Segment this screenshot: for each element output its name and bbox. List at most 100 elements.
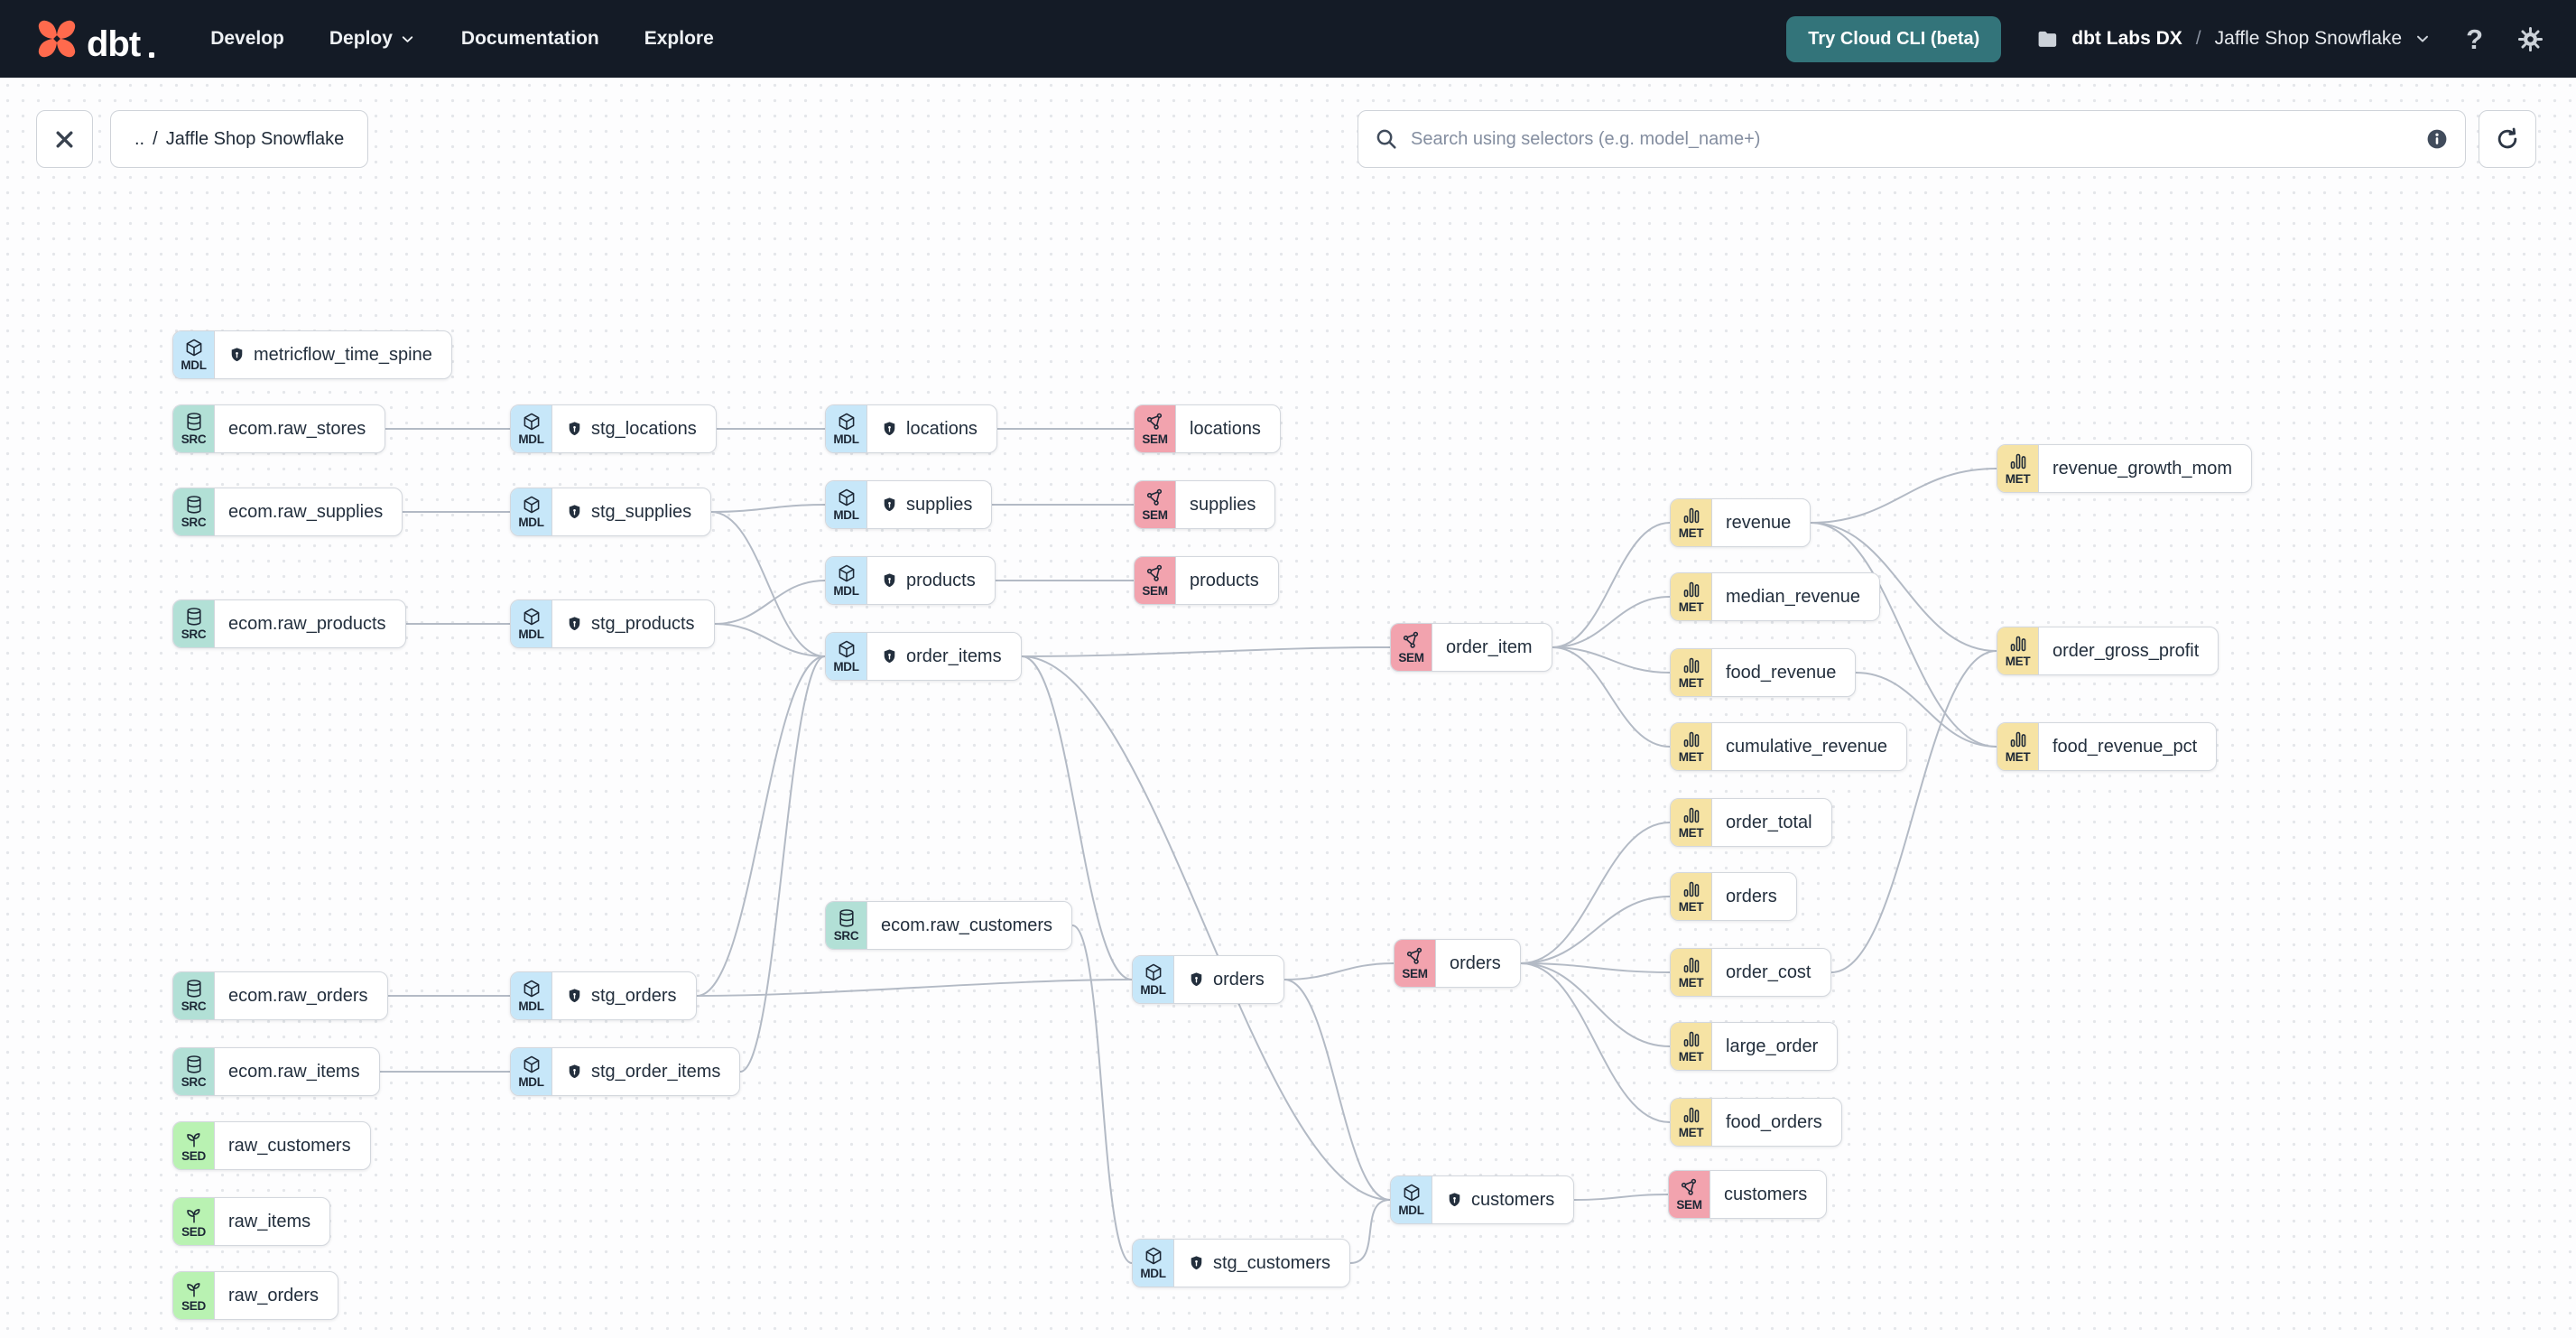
node-label-area: stg_locations — [552, 405, 716, 452]
nav-item-label: Develop — [210, 28, 284, 49]
cube-icon — [524, 608, 539, 626]
dbt-logo-icon — [38, 20, 76, 58]
node-name: food_revenue — [1726, 662, 1837, 683]
node-type-label: MDL — [518, 516, 544, 530]
node-name: order_total — [1726, 812, 1812, 832]
node-met_order_gross_profit[interactable]: MET order_gross_profit — [1997, 627, 2219, 675]
node-type-label: MDL — [518, 999, 544, 1014]
bar-chart-icon — [1683, 881, 1699, 897]
node-label-area: large_order — [1712, 1023, 1837, 1070]
dbt-logo[interactable]: dbt — [36, 18, 155, 62]
refresh-lineage-button[interactable] — [2479, 110, 2536, 168]
help-icon[interactable]: ? — [2466, 23, 2483, 55]
bar-chart-icon — [1683, 581, 1699, 598]
node-type-badge: MET — [1671, 799, 1712, 846]
node-type-badge: MET — [1671, 1023, 1712, 1070]
shield-icon — [1191, 1255, 1202, 1269]
node-label-area: supplies — [1176, 481, 1274, 528]
node-type-badge: SED — [173, 1198, 215, 1245]
project-name: Jaffle Shop Snowflake — [2214, 28, 2403, 49]
shield-icon — [884, 572, 895, 587]
cube-icon — [524, 1055, 539, 1073]
network-triangle-icon — [1681, 1178, 1696, 1196]
nav-item-develop[interactable]: Develop — [210, 28, 284, 50]
try-cloud-cli-button[interactable]: Try Cloud CLI (beta) — [1786, 15, 2002, 62]
settings-button[interactable] — [2517, 26, 2544, 52]
node-stg_supplies[interactable]: MDL stg_supplies — [510, 488, 712, 536]
node-name: supplies — [1190, 494, 1256, 515]
node-label-area: stg_supplies — [552, 488, 710, 535]
chevron-down-icon — [2417, 35, 2429, 42]
network-triangle-icon — [1146, 564, 1162, 582]
node-met_order_total[interactable]: MET order_total — [1670, 798, 1832, 847]
account-name: dbt Labs DX — [2071, 28, 2182, 49]
database-icon — [839, 909, 854, 927]
node-label-area: order_gross_profit — [2039, 627, 2218, 674]
cube-icon — [839, 488, 854, 506]
node-type-badge: MDL — [511, 600, 552, 647]
sprout-icon — [186, 1209, 199, 1223]
breadcrumb[interactable]: .. / Jaffle Shop Snowflake — [110, 110, 369, 168]
node-type-label: MDL — [1398, 1203, 1424, 1218]
cube-icon — [524, 413, 539, 431]
node-label-area: ecom.raw_stores — [215, 405, 385, 452]
nav-item-documentation[interactable]: Documentation — [461, 28, 599, 50]
node-label-area: stg_order_items — [552, 1048, 739, 1095]
node-type-label: MET — [1678, 900, 1704, 915]
breadcrumb-parent[interactable]: .. — [134, 128, 145, 149]
account-project-breadcrumb[interactable]: dbt Labs DX / Jaffle Shop Snowflake — [2035, 27, 2432, 51]
node-label-area: order_items — [867, 633, 1021, 680]
search-input[interactable] — [1411, 128, 2413, 150]
nav-item-explore[interactable]: Explore — [644, 28, 714, 50]
database-icon — [186, 1055, 201, 1073]
node-type-badge: MET — [1671, 873, 1712, 920]
node-type-badge: MET — [1671, 723, 1712, 770]
close-lineage-button[interactable] — [36, 110, 93, 168]
node-type-label: MET — [2005, 655, 2031, 669]
nav-item-deploy[interactable]: Deploy — [329, 28, 416, 50]
info-icon[interactable] — [2425, 127, 2449, 151]
node-label-area: raw_orders — [215, 1272, 338, 1319]
bar-chart-icon — [1683, 507, 1699, 524]
node-type-label: SRC — [181, 999, 207, 1014]
database-icon — [186, 413, 201, 431]
